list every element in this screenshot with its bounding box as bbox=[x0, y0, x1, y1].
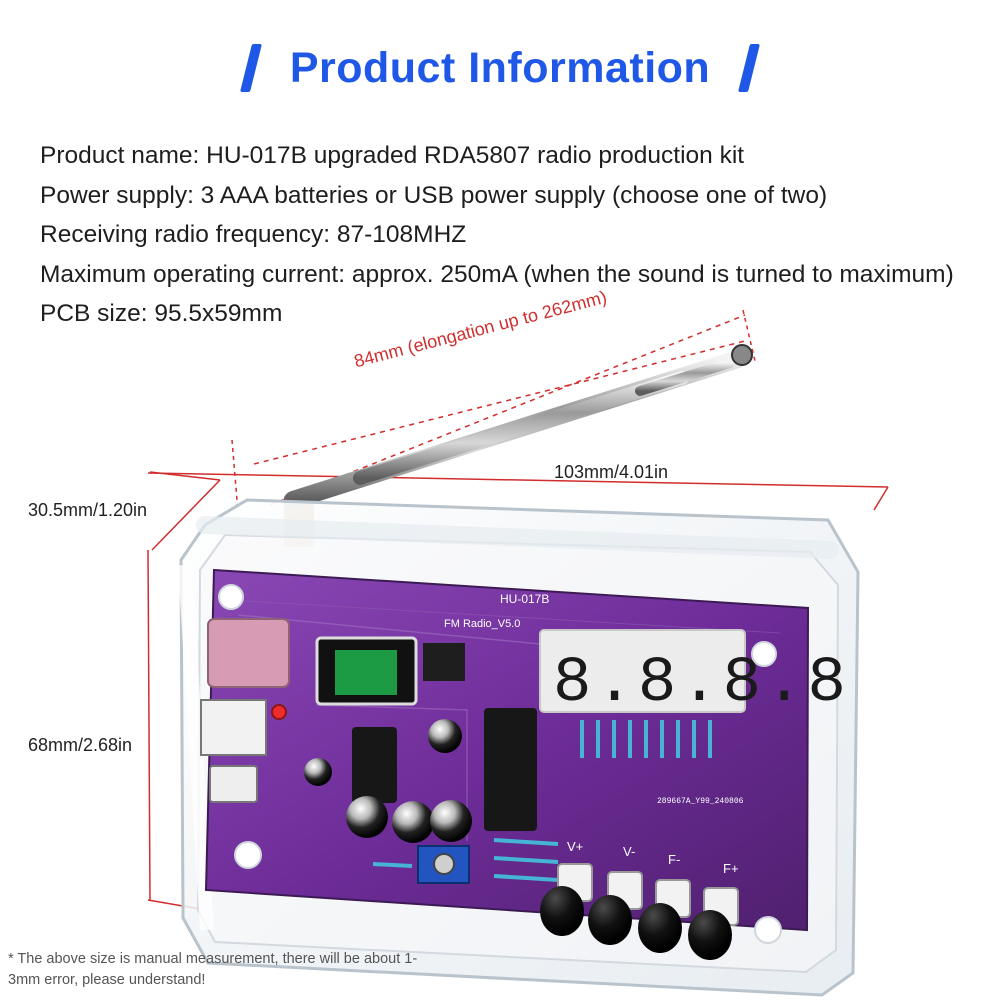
page-title: Product Information bbox=[289, 43, 711, 92]
serial-label: 289667A_Y99_240806 bbox=[657, 797, 744, 806]
product-name-spec: Product name: HU-017B upgraded RDA5807 r… bbox=[40, 142, 745, 169]
depth-dimension-label: 30.5mm/1.20in bbox=[28, 500, 148, 520]
page-header: Product Information bbox=[0, 36, 1000, 100]
resistor-row bbox=[372, 720, 712, 882]
buttons: V+ V- F- F+ bbox=[540, 839, 739, 960]
frequency-down-label: F- bbox=[668, 852, 680, 867]
operating-current-spec: Maximum operating current: approx. 250mA… bbox=[40, 260, 954, 288]
volume-down-label: V- bbox=[623, 844, 635, 859]
board-code-label: HU-017B bbox=[500, 592, 549, 606]
board-name-label: FM Radio_V5.0 bbox=[444, 618, 520, 630]
case-standoffs bbox=[218, 584, 782, 944]
frequency-up-label: F+ bbox=[723, 861, 739, 876]
width-dimension-label: 103mm/4.01in bbox=[554, 462, 669, 482]
height-dimension-label: 68mm/2.68in bbox=[28, 735, 133, 755]
volume-up-label: V+ bbox=[567, 839, 583, 854]
measurement-lines bbox=[147, 309, 889, 911]
product-specifications: Product name: HU-017B upgraded RDA5807 r… bbox=[40, 136, 960, 334]
measurement-note: * The above size is manual measurement, … bbox=[8, 951, 418, 988]
pcb-size-spec: PCB size: 95.5x59mm bbox=[40, 300, 283, 327]
electronic-components bbox=[200, 618, 537, 884]
display-digits: 8.8.8.8 bbox=[553, 648, 850, 720]
seven-segment-display: 8.8.8.8 bbox=[539, 629, 850, 720]
frequency-spec: Receiving radio frequency: 87-108MHZ bbox=[40, 221, 467, 248]
power-supply-spec: Power supply: 3 AAA batteries or USB pow… bbox=[40, 181, 828, 209]
